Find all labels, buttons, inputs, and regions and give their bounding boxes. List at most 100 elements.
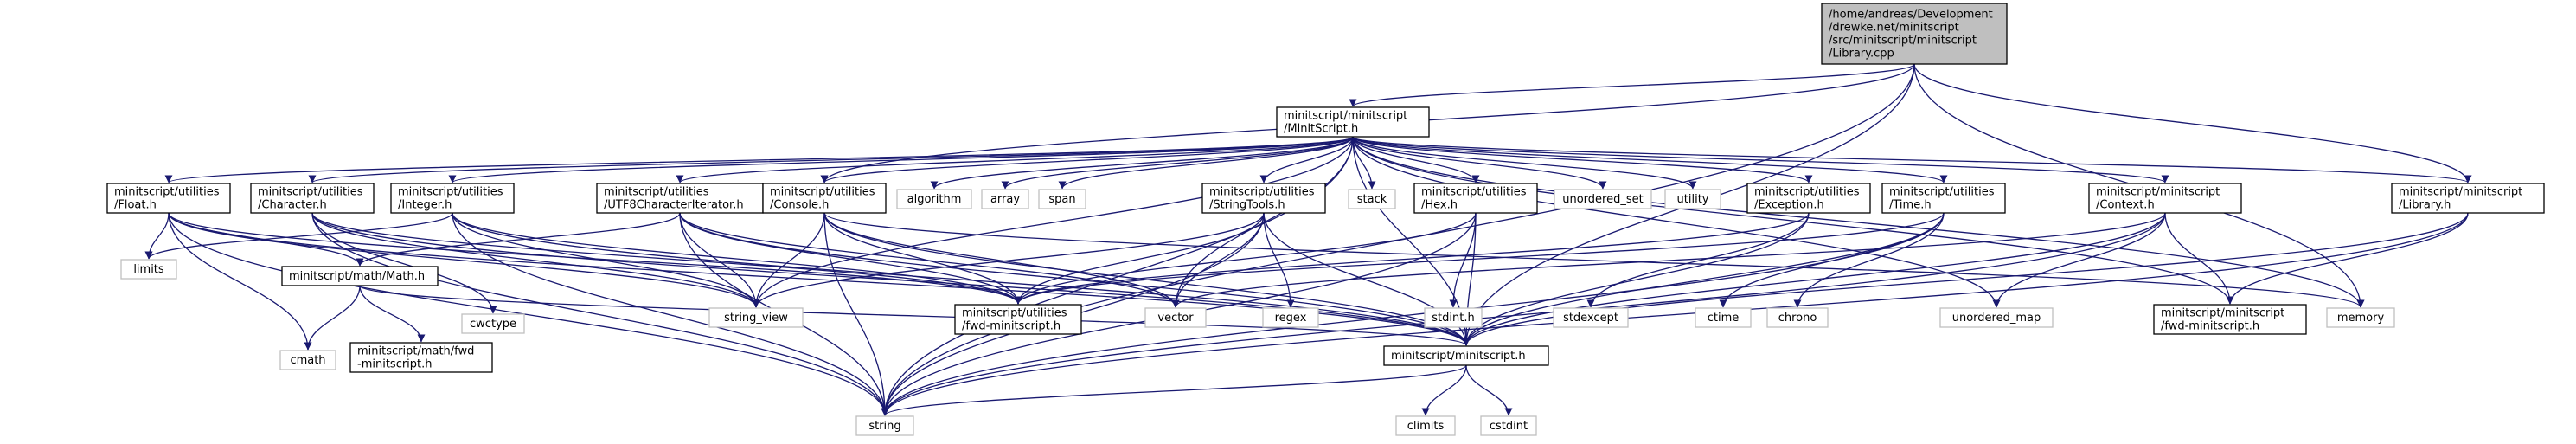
node-box	[1821, 3, 2008, 65]
node-fwd-minitscript-h[interactable]: minitscript/minitscript/fwd-minitscript.…	[2153, 304, 2307, 335]
node-label-line: minitscript/utilities	[114, 186, 220, 199]
node-box	[1554, 189, 1652, 209]
edge-stringtools-h-to-regex	[1263, 212, 1295, 308]
node-box	[708, 307, 804, 328]
node-chrono: chrono	[1766, 307, 1829, 328]
edge-exception-h-to-stdexcept	[1586, 212, 1810, 308]
node-box	[1395, 415, 1456, 436]
edge-library-h-to-minitscript-h	[1462, 212, 2469, 346]
node-label-line: /Character.h	[258, 199, 327, 212]
node-time-h[interactable]: minitscript/utilities/Time.h	[1881, 183, 2006, 214]
node-box	[1939, 307, 2054, 328]
edge-integer-h-to-string-view	[452, 212, 760, 308]
node-label-line: /drewke.net/minitscript	[1829, 22, 1959, 35]
node-box	[281, 266, 439, 286]
node-minitscript-h[interactable]: minitscript/minitscript.h	[1383, 345, 1549, 366]
node-label-line: /Integer.h	[398, 199, 452, 212]
edge-float-h-to-cmath	[168, 212, 312, 351]
node-box	[461, 313, 525, 334]
edge-float-h-to-limits	[144, 212, 170, 260]
node-box	[896, 189, 972, 209]
node-root[interactable]: /home/andreas/Development/drewke.net/min…	[1821, 3, 2008, 65]
edge-minitscript-h-to-climits	[1421, 364, 1467, 416]
node-box	[1695, 307, 1752, 328]
node-label-line: utility	[1677, 193, 1709, 206]
node-integer-h[interactable]: minitscript/utilities/Integer.h	[390, 183, 515, 214]
node-box	[1553, 307, 1629, 328]
node-label-line: minitscript/math/Math.h	[289, 270, 425, 283]
node-box	[954, 304, 1082, 335]
node-context-h[interactable]: minitscript/minitscript/Context.h	[2088, 183, 2242, 214]
node-label-line: memory	[2337, 312, 2385, 325]
node-library-h[interactable]: minitscript/minitscript/Library.h	[2391, 183, 2545, 214]
node-character-h[interactable]: minitscript/utilities/Character.h	[250, 183, 375, 214]
node-label-line: cmath	[290, 354, 325, 367]
node-box	[981, 189, 1029, 209]
edge-minitscript-h-top-to-integer-h	[448, 136, 1354, 183]
node-label-line: ctime	[1708, 312, 1740, 325]
node-label-line: stdexcept	[1563, 312, 1618, 325]
edge-context-h-to-string	[881, 212, 2166, 416]
node-console-h[interactable]: minitscript/utilities/Console.h	[762, 183, 887, 214]
node-math-h[interactable]: minitscript/math/Math.h	[281, 266, 439, 286]
node-box	[1413, 183, 1538, 214]
edge-exception-h-to-minitscript-h	[1462, 212, 1810, 346]
edge-float-h-to-string	[168, 212, 889, 416]
node-float-h[interactable]: minitscript/utilities/Float.h	[106, 183, 231, 214]
node-box	[1383, 345, 1549, 366]
node-box	[1348, 189, 1396, 209]
node-box	[349, 342, 493, 373]
edge-integer-h-to-minitscript-h	[452, 212, 1471, 346]
node-box	[1480, 415, 1537, 436]
node-stdint-h: stdint.h	[1424, 307, 1483, 328]
node-label-line: /fwd-minitscript.h	[2161, 320, 2259, 333]
node-fwd-math-h[interactable]: minitscript/math/fwd-minitscript.h	[349, 342, 493, 373]
edge-minitscript-h-top-to-float-h	[165, 136, 1354, 183]
node-label-line: /UTF8CharacterIterator.h	[604, 199, 744, 212]
edge-minitscript-h-top-to-unordered-set	[1352, 136, 1607, 190]
node-label-line: /Library.h	[2399, 199, 2451, 212]
node-box	[1766, 307, 1829, 328]
node-minitscript-h-top[interactable]: minitscript/minitscript/MinitScript.h	[1276, 106, 1430, 138]
node-unordered-set: unordered_set	[1554, 189, 1652, 209]
node-label-line: minitscript/math/fwd	[357, 345, 474, 358]
node-stringtools-h[interactable]: minitscript/utilities/StringTools.h	[1201, 183, 1326, 214]
node-fwd-utilities-h[interactable]: minitscript/utilities/fwd-minitscript.h	[954, 304, 1082, 335]
node-label-line: algorithm	[907, 193, 962, 206]
edge-stringtools-h-to-fwd-utilities-h	[1014, 212, 1265, 305]
node-label-line: unordered_set	[1562, 193, 1643, 206]
node-box	[2391, 183, 2545, 214]
node-label-line: minitscript/minitscript	[2096, 186, 2220, 199]
node-label-line: /Library.cpp	[1829, 48, 1894, 61]
node-box	[2326, 307, 2395, 328]
node-cmath: cmath	[279, 350, 336, 370]
node-label-line: minitscript/utilities	[1421, 186, 1527, 199]
node-label-line: array	[990, 193, 1020, 206]
edge-library-h-to-fwd-minitscript-h	[2226, 212, 2469, 305]
node-box	[390, 183, 515, 214]
node-stdexcept: stdexcept	[1553, 307, 1629, 328]
edge-minitscript-h-top-to-utf8-h	[676, 136, 1354, 183]
node-hex-h[interactable]: minitscript/utilities/Hex.h	[1413, 183, 1538, 214]
node-algorithm: algorithm	[896, 189, 972, 209]
node-label-line: /Hex.h	[1421, 199, 1458, 212]
edge-minitscript-h-top-to-unordered-map	[1352, 136, 2001, 308]
edge-minitscript-h-top-to-time-h	[1352, 136, 1948, 183]
node-label-line: cstdint	[1490, 420, 1528, 433]
node-box	[120, 259, 177, 280]
edge-integer-h-to-limits	[144, 212, 453, 260]
node-label-line: /Float.h	[114, 199, 157, 212]
edge-minitscript-h-top-to-fwd-minitscript-h	[1352, 136, 2234, 305]
node-label-line: limits	[133, 263, 164, 276]
edge-character-h-to-minitscript-h	[311, 212, 1471, 346]
node-label-line: minitscript/utilities	[1754, 186, 1860, 199]
edge-stringtools-h-to-string-view	[752, 212, 1265, 308]
node-label-line: chrono	[1778, 312, 1817, 325]
edge-console-h-to-vector	[823, 212, 1180, 308]
node-exception-h[interactable]: minitscript/utilities/Exception.h	[1746, 183, 1871, 214]
edge-hex-h-to-fwd-utilities-h	[1014, 212, 1477, 305]
node-utf8-h[interactable]: minitscript/utilities/UTF8CharacterItera…	[596, 183, 764, 214]
node-box	[2153, 304, 2307, 335]
node-string-view: string_view	[708, 307, 804, 328]
edge-context-h-to-minitscript-h	[1462, 212, 2166, 346]
